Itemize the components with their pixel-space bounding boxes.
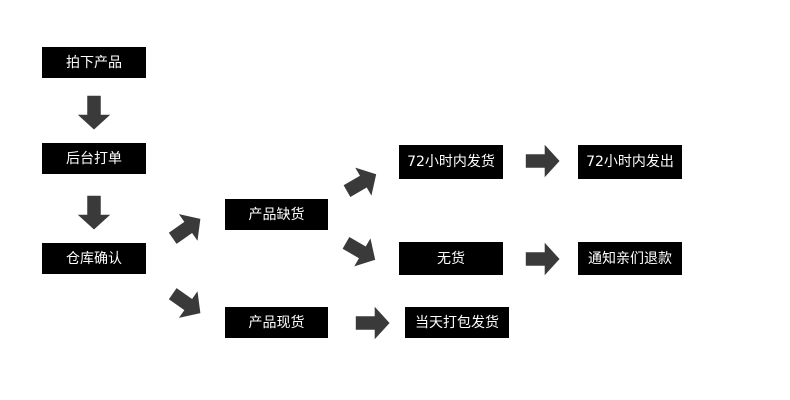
arrow-down-right-icon: [337, 228, 384, 274]
node-print-label: 后台打单: [66, 150, 122, 167]
arrow-down-right-icon: [163, 280, 210, 327]
node-ship-72h: 72小时内发货: [399, 145, 503, 179]
node-shipped-72h: 72小时内发出: [578, 145, 682, 179]
node-shipped-72h-label: 72小时内发出: [586, 154, 674, 170]
node-print: 后台打单: [42, 143, 146, 174]
arrow-up-right-icon: [338, 160, 385, 206]
arrow-down-icon: [77, 95, 111, 130]
node-no-stock-label: 无货: [437, 250, 465, 267]
node-same-day-ship-label: 当天打包发货: [415, 314, 499, 331]
node-refund-notice: 通知亲们退款: [578, 242, 682, 275]
node-confirm: 仓库确认: [42, 243, 146, 274]
node-refund-notice-label: 通知亲们退款: [588, 250, 672, 267]
node-in-stock-label: 产品现货: [248, 314, 305, 331]
node-confirm-label: 仓库确认: [66, 250, 122, 267]
arrow-down-icon: [77, 195, 111, 230]
node-out-of-stock-label: 产品缺货: [248, 206, 305, 223]
node-order: 拍下产品: [42, 47, 146, 78]
node-no-stock: 无货: [399, 242, 503, 275]
arrow-up-right-icon: [163, 205, 210, 252]
arrow-right-icon: [525, 144, 560, 178]
node-same-day-ship: 当天打包发货: [405, 307, 509, 338]
node-order-label: 拍下产品: [66, 54, 122, 71]
arrow-right-icon: [355, 306, 390, 340]
node-in-stock: 产品现货: [225, 307, 328, 338]
node-ship-72h-label: 72小时内发货: [407, 154, 495, 170]
node-out-of-stock: 产品缺货: [225, 199, 328, 230]
arrow-right-icon: [525, 242, 560, 276]
